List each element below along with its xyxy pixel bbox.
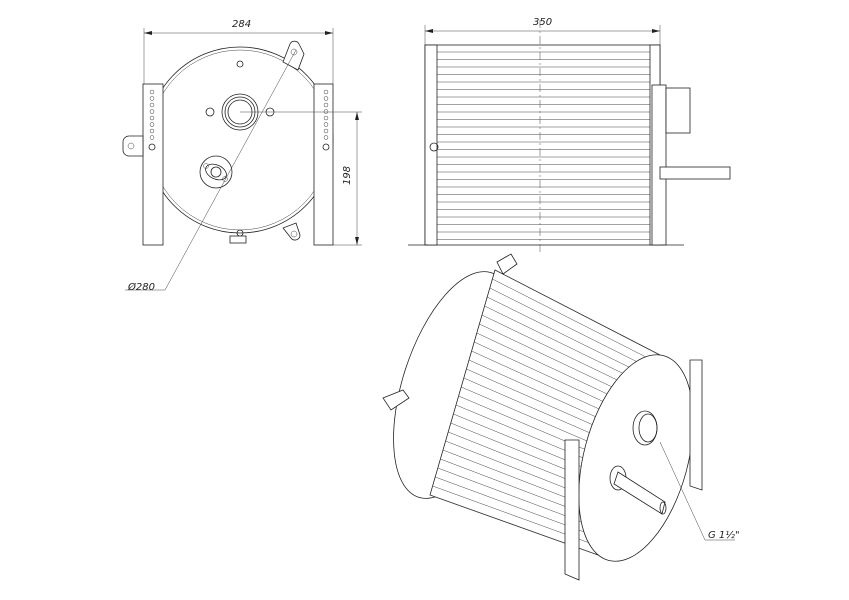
screw-icon bbox=[236, 60, 244, 68]
iso-bracket-back bbox=[689, 359, 703, 491]
left-bracket bbox=[122, 83, 164, 246]
thread-label: G 1½" bbox=[708, 530, 740, 541]
adjust-hole bbox=[323, 128, 329, 134]
inlet-port bbox=[199, 155, 233, 189]
end-plate-outer bbox=[146, 46, 334, 234]
adjust-hole bbox=[323, 89, 329, 95]
adjust-hole bbox=[149, 122, 155, 127]
side-view bbox=[408, 20, 731, 255]
fin-line bbox=[429, 494, 613, 561]
adjust-hole bbox=[323, 115, 329, 121]
dimension-width bbox=[143, 28, 334, 84]
end-plate bbox=[578, 354, 694, 562]
fin-line bbox=[494, 269, 661, 356]
adjust-hole bbox=[323, 96, 329, 101]
right-bracket bbox=[313, 83, 334, 246]
fin-line bbox=[492, 278, 659, 364]
fin-line bbox=[487, 296, 655, 380]
adjust-hole bbox=[323, 135, 329, 140]
bottom-lug bbox=[282, 222, 301, 241]
adjust-hole bbox=[323, 122, 329, 127]
adjust-hole bbox=[149, 135, 155, 140]
adjust-hole bbox=[149, 89, 155, 95]
dimension-height bbox=[333, 112, 362, 246]
iso-bracket-front bbox=[564, 439, 580, 581]
adjust-hole bbox=[149, 109, 155, 114]
adjust-hole bbox=[323, 109, 329, 114]
outlet-stub bbox=[665, 87, 691, 134]
top-lug bbox=[282, 40, 305, 71]
adjust-hole bbox=[149, 102, 155, 108]
dim-diameter-label: Ø280 bbox=[128, 282, 155, 293]
adjust-hole bbox=[149, 96, 155, 101]
isometric-view bbox=[382, 253, 735, 581]
fin-line bbox=[432, 485, 615, 553]
dim-height-label: 198 bbox=[342, 165, 354, 186]
dim-width-label: 284 bbox=[232, 19, 252, 30]
shaft-pipe bbox=[659, 166, 731, 180]
adjust-hole bbox=[323, 102, 329, 108]
adjust-hole bbox=[149, 128, 155, 134]
adjust-hole bbox=[149, 115, 155, 121]
front-view bbox=[122, 28, 362, 291]
motor-body bbox=[424, 44, 661, 246]
fin-line bbox=[489, 287, 657, 372]
screw-icon bbox=[429, 142, 439, 152]
dim-length-label: 350 bbox=[533, 17, 553, 28]
dimension-diameter bbox=[125, 49, 297, 291]
